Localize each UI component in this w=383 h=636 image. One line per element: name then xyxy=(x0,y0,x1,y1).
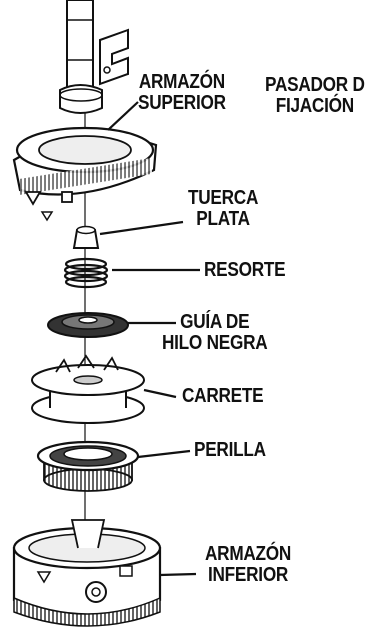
label-spool: CARRETE xyxy=(182,385,264,407)
label-knob-line1: PERILLA xyxy=(194,439,266,461)
label-locking-pin-line2: FIJACIÓN xyxy=(275,95,354,117)
label-locking-pin: PASADOR D FIJACIÓN xyxy=(265,75,365,117)
label-knob: PERILLA xyxy=(194,440,266,461)
label-lower-housing-line2: INFERIOR xyxy=(207,564,289,586)
label-upper-housing-line1: ARMAZÓN xyxy=(138,71,225,93)
label-line-guide: GUÍA DE HILO NEGRA xyxy=(162,311,268,354)
label-silver-nut: TUERCA PLATA xyxy=(188,188,258,230)
knob-part xyxy=(36,440,140,492)
label-lower-housing-line1: ARMAZÓN xyxy=(205,543,292,565)
shaft-tube xyxy=(59,0,103,114)
upper-housing-part xyxy=(12,126,158,222)
label-lower-housing: ARMAZÓN INFERIOR xyxy=(205,544,291,586)
label-locking-pin-line1: PASADOR D xyxy=(265,74,365,96)
label-silver-nut-line2: PLATA xyxy=(196,208,250,230)
lower-housing-part xyxy=(12,519,162,627)
leader-knob xyxy=(137,449,191,459)
label-line-guide-line2: HILO NEGRA xyxy=(162,332,268,354)
label-upper-housing-line2: SUPERIOR xyxy=(138,92,226,114)
spool-part xyxy=(31,354,145,424)
label-upper-housing: ARMAZÓN SUPERIOR xyxy=(138,72,226,114)
label-spring: RESORTE xyxy=(204,259,286,281)
spring-part xyxy=(63,257,109,289)
silver-nut-part xyxy=(72,225,100,249)
leader-spool xyxy=(143,388,177,399)
label-line-guide-line1: GUÍA DE xyxy=(180,311,250,333)
leader-lower-housing xyxy=(159,572,197,577)
leader-upper-housing xyxy=(107,101,139,131)
leader-silver-nut xyxy=(99,220,184,236)
label-silver-nut-line1: TUERCA xyxy=(188,187,259,209)
locking-pin-part xyxy=(99,28,129,86)
label-spring-line1: RESORTE xyxy=(204,259,286,281)
label-spool-line1: CARRETE xyxy=(182,385,264,407)
line-guide-part xyxy=(47,312,129,338)
